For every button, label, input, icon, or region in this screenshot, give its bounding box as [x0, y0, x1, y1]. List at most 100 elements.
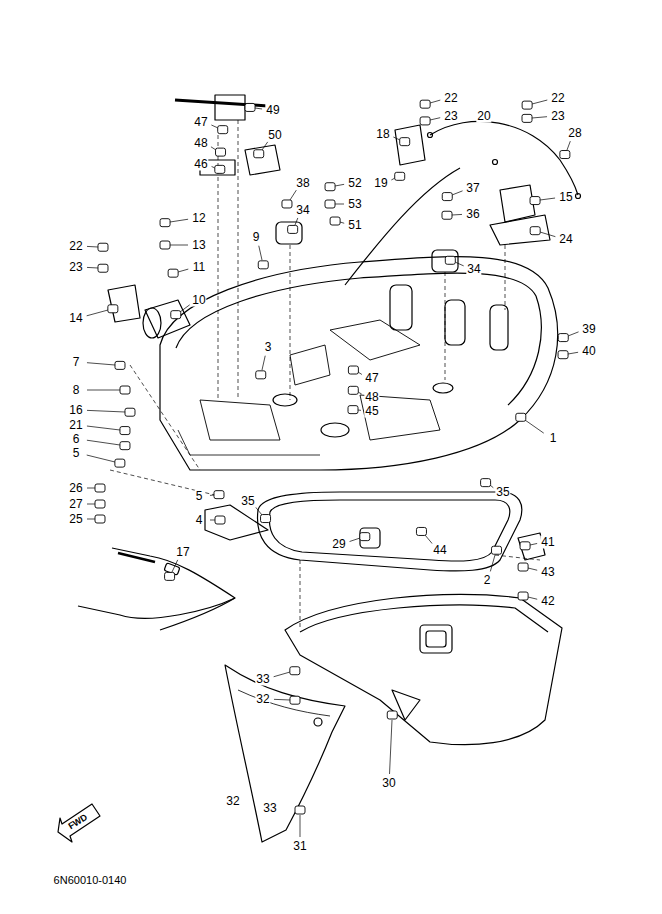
leader-line — [340, 222, 344, 223]
leader-line — [210, 495, 214, 496]
leader-line — [390, 720, 392, 774]
callout-number: 10 — [191, 294, 206, 307]
small-part — [445, 256, 455, 264]
callout-number: 35 — [240, 495, 255, 508]
small-part — [115, 459, 125, 467]
small-part — [481, 479, 491, 487]
small-part — [330, 217, 340, 225]
leader-line — [452, 191, 463, 195]
callout-number: 11 — [192, 261, 206, 274]
small-part — [522, 101, 532, 109]
callout-number: 18 — [375, 128, 390, 141]
leader-line — [455, 262, 464, 266]
small-part — [216, 148, 226, 156]
leader-line — [87, 455, 115, 462]
callout-number: 33 — [262, 802, 277, 815]
leader-line — [274, 672, 290, 677]
leader-line — [87, 310, 108, 316]
small-part — [558, 334, 568, 342]
callout-number: 22 — [68, 240, 83, 253]
leader-line — [430, 118, 440, 120]
small-part — [295, 806, 305, 814]
callout-number: 29 — [331, 538, 346, 551]
leader-line — [255, 108, 262, 109]
leader-line — [178, 269, 188, 272]
callout-number: 48 — [193, 137, 208, 150]
callout-number: 49 — [265, 104, 280, 117]
callout-number: 23 — [550, 110, 565, 123]
callout-number: 47 — [193, 116, 208, 129]
small-part — [95, 500, 105, 508]
callout-number: 24 — [558, 233, 573, 246]
leader-line — [87, 363, 115, 365]
callout-number: 32 — [225, 795, 240, 808]
small-part — [115, 361, 125, 369]
callout-number: 13 — [191, 239, 206, 252]
leader-line — [87, 426, 120, 430]
callout-number: 37 — [465, 182, 480, 195]
small-part — [95, 484, 105, 492]
callout-number: 28 — [567, 127, 582, 140]
small-part — [400, 138, 410, 146]
callout-number: 7 — [72, 356, 81, 369]
callout-number: 42 — [540, 595, 555, 608]
small-part — [215, 165, 225, 173]
leader-line — [335, 184, 344, 186]
leader-line — [568, 332, 579, 336]
callout-number: 34 — [466, 263, 481, 276]
small-part — [95, 515, 105, 523]
small-part — [120, 442, 130, 450]
callout-number: 26 — [68, 482, 83, 495]
leader-line — [211, 125, 218, 128]
small-part — [171, 311, 181, 319]
callout-number: 38 — [295, 177, 310, 190]
small-part — [395, 172, 405, 180]
callout-number: 50 — [267, 129, 282, 142]
small-part — [160, 219, 170, 227]
small-part — [516, 413, 526, 421]
small-part — [245, 103, 255, 111]
leader-line — [540, 198, 555, 200]
leader-line — [262, 142, 268, 150]
small-part — [420, 117, 430, 125]
small-part — [558, 351, 568, 359]
callout-number: 45 — [364, 405, 379, 418]
leader-line — [87, 410, 125, 412]
small-part — [98, 264, 108, 272]
small-part — [120, 427, 130, 435]
callout-number: 4 — [195, 514, 204, 527]
small-part — [492, 546, 502, 554]
leader-line — [87, 246, 98, 248]
leader-line — [87, 519, 95, 520]
callout-number: 33 — [255, 673, 270, 686]
small-part — [348, 366, 358, 374]
leader-line — [430, 100, 440, 103]
leader-line — [528, 568, 537, 570]
callout-number: 6 — [72, 433, 81, 446]
leader-line — [87, 504, 95, 505]
leader-line — [567, 141, 570, 150]
callout-number: 23 — [443, 110, 458, 123]
callout-number: 36 — [465, 208, 480, 221]
leader-line — [295, 218, 298, 225]
leader-line — [452, 214, 462, 216]
small-part — [518, 592, 528, 600]
small-part — [560, 151, 570, 159]
callout-number: 9 — [252, 231, 261, 244]
leader-line — [532, 117, 547, 118]
callout-number: 39 — [581, 323, 596, 336]
leader-line — [350, 538, 360, 542]
small-part — [325, 183, 335, 191]
small-part — [518, 563, 528, 571]
leader-line — [335, 204, 344, 205]
callout-number: 48 — [364, 391, 379, 404]
callout-number: 15 — [558, 191, 573, 204]
callout-number: 20 — [476, 110, 491, 123]
leader-line — [274, 699, 290, 701]
callout-number: 32 — [255, 693, 270, 706]
callout-number: 34 — [295, 204, 310, 217]
small-part — [282, 200, 292, 208]
leader-line — [210, 520, 215, 521]
leader-line — [540, 232, 555, 237]
